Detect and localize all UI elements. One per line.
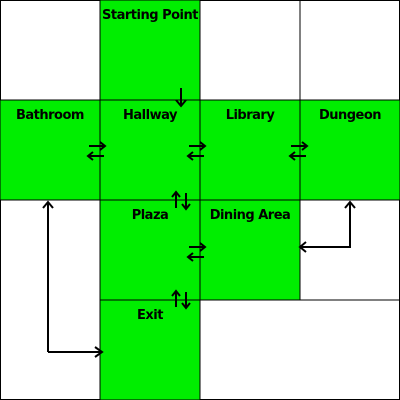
room-hallway[interactable]: [99, 99, 201, 201]
connector-arrow-icon: [42, 200, 54, 209]
room-library[interactable]: [199, 99, 301, 201]
room-label-plaza: Plaza: [131, 208, 169, 223]
connector-arrow-icon: [344, 200, 356, 209]
room-label-library: Library: [225, 108, 275, 123]
connector-arrow-icon: [47, 203, 101, 353]
two-way-horizontal-arrow-icon: [186, 141, 207, 161]
two-way-horizontal-arrow-icon: [86, 141, 107, 161]
connector-arrow-icon: [298, 241, 307, 253]
room-exit[interactable]: [99, 299, 201, 400]
two-way-horizontal-arrow-icon: [288, 141, 309, 161]
room-label-starting-point: Starting Point: [102, 8, 198, 23]
two-way-horizontal-arrow-icon: [186, 242, 207, 262]
room-label-hallway: Hallway: [123, 108, 177, 123]
room-label-bathroom: Bathroom: [16, 108, 84, 123]
connector-arrow-icon: [300, 203, 351, 248]
arrow-down-icon: [175, 88, 187, 108]
two-way-vertical-arrow-icon: [171, 190, 191, 211]
room-label-exit: Exit: [137, 308, 163, 323]
room-bathroom[interactable]: [0, 99, 101, 201]
room-starting-point[interactable]: [99, 0, 201, 101]
connector-arrow-icon: [94, 346, 104, 358]
room-label-dungeon: Dungeon: [318, 108, 382, 123]
two-way-vertical-arrow-icon: [171, 289, 191, 310]
room-plaza[interactable]: [99, 199, 201, 301]
room-label-dining-area: Dining Area: [209, 208, 291, 223]
